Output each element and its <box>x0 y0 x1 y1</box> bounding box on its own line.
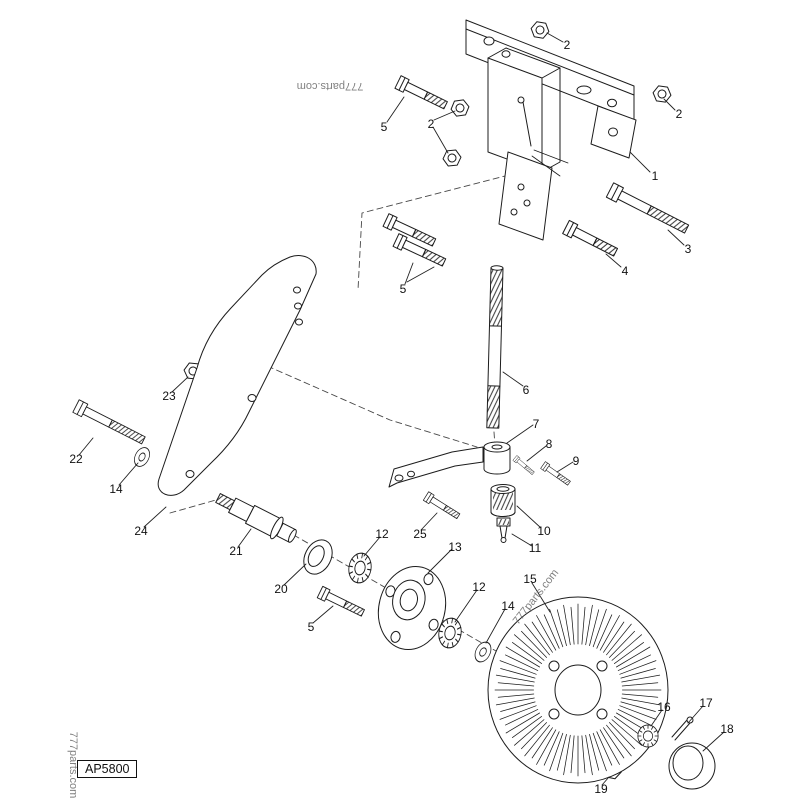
callout-12-15: 12 <box>375 527 389 541</box>
part-22-bolt <box>72 399 148 448</box>
part-7-arm <box>388 441 511 488</box>
callout-8-11: 8 <box>545 437 553 451</box>
callout-24-29: 24 <box>134 524 148 538</box>
callout-22-27: 22 <box>69 452 83 466</box>
part-21-spindle <box>215 493 297 543</box>
leader-lines <box>78 32 725 786</box>
part-14-washer-left <box>130 444 154 470</box>
part-3-bolt <box>605 182 691 237</box>
callout-2-1: 2 <box>563 38 571 52</box>
callout-5-8: 5 <box>307 620 315 634</box>
part-10-collar <box>490 484 516 517</box>
callout-2-3: 2 <box>675 107 683 121</box>
callout-20-25: 20 <box>274 582 288 596</box>
part-13-hub <box>377 565 447 651</box>
part-code: AP5800 <box>85 762 130 776</box>
watermark-0: 777parts.com <box>296 80 364 92</box>
callout-11-14: 11 <box>528 541 542 555</box>
callout-23-28: 23 <box>162 389 176 403</box>
part-25-bolt <box>422 491 462 521</box>
part-15-disc <box>487 596 669 784</box>
part-8-bolt <box>512 455 536 476</box>
callout-6-9: 6 <box>522 383 530 397</box>
callout-9-12: 9 <box>572 454 580 468</box>
callout-10-13: 10 <box>537 524 551 538</box>
part-5-bolt-top <box>394 75 450 113</box>
part-17-cotter-pin <box>671 716 694 741</box>
callout-17-22: 17 <box>699 696 713 710</box>
part-14-washer-right <box>471 638 495 666</box>
callout-25-30: 25 <box>413 527 427 541</box>
part-6-threaded-rod <box>486 265 504 429</box>
part-12-castle-nut-1 <box>345 550 375 586</box>
callout-19-24: 19 <box>594 782 608 796</box>
callout-18-23: 18 <box>720 722 734 736</box>
callout-14-18: 14 <box>109 482 123 496</box>
callout-21-26: 21 <box>229 544 243 558</box>
callout-7-10: 7 <box>532 417 540 431</box>
part-20-bearing <box>303 539 333 575</box>
part-1-mount-bracket <box>465 19 637 241</box>
callout-16-21: 16 <box>657 700 671 714</box>
part-code-box: AP5800 <box>77 760 138 778</box>
callout-13-17: 13 <box>448 540 462 554</box>
part-24-shank <box>157 255 317 496</box>
callout-12-16: 12 <box>472 580 486 594</box>
callout-15-20: 15 <box>523 572 537 586</box>
part-16-castle-nut <box>637 724 659 748</box>
part-18-dust-cap <box>668 742 716 790</box>
part-4-bolt <box>562 219 620 260</box>
callout-3-4: 3 <box>684 242 692 256</box>
callout-2-2: 2 <box>427 117 435 131</box>
callout-5-6: 5 <box>380 120 388 134</box>
part-11-grease-fitting <box>496 517 511 543</box>
callout-14-19: 14 <box>501 599 515 613</box>
callout-1-0: 1 <box>651 169 659 183</box>
callout-4-5: 4 <box>621 264 629 278</box>
callout-5-7: 5 <box>399 282 407 296</box>
